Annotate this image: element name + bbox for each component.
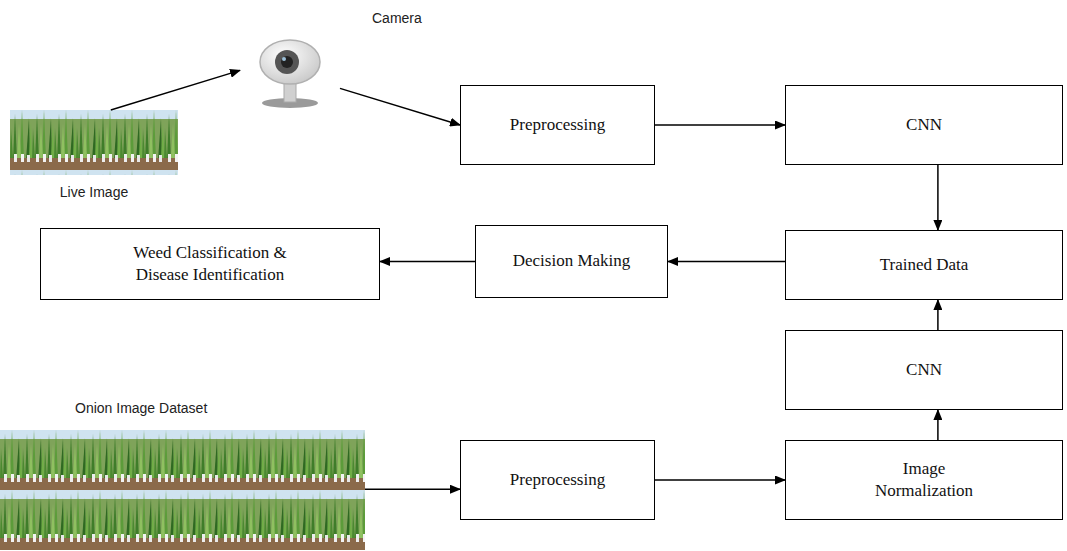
live-image-photo	[10, 110, 178, 175]
process-box: Preprocessing	[460, 85, 655, 165]
camera-node: Camera	[240, 38, 340, 110]
box-label: Decision Making	[513, 250, 631, 272]
process-box: Trained Data	[785, 230, 1063, 300]
camera-icon	[260, 40, 320, 108]
image-node: Live Image	[10, 110, 178, 205]
box-label: Weed Classification & Disease Identifica…	[113, 242, 308, 286]
arrow-connector	[937, 165, 939, 230]
box-label: Trained Data	[880, 254, 969, 276]
box-label: Preprocessing	[510, 469, 605, 491]
process-box: Decision Making	[475, 225, 668, 298]
box-label: CNN	[906, 359, 942, 381]
arrow-connector	[937, 300, 939, 330]
arrow-connector	[668, 261, 785, 263]
box-label: Preprocessing	[510, 114, 605, 136]
image-label: Onion Image Dataset	[75, 400, 207, 417]
arrow-connector	[655, 479, 785, 481]
arrow-connector	[380, 261, 475, 263]
process-box: Image Normalization	[785, 440, 1063, 520]
arrow-connector	[340, 88, 460, 125]
output-box: Weed Classification & Disease Identifica…	[40, 228, 380, 300]
arrow-connector	[937, 410, 939, 440]
dataset-node: Onion Image Dataset	[0, 398, 365, 550]
dataset-photo	[0, 490, 365, 550]
dataset-photo	[0, 430, 365, 490]
process-box: CNN	[785, 85, 1063, 165]
arrow-connector	[365, 488, 460, 490]
process-box: Preprocessing	[460, 440, 655, 520]
box-label: Image Normalization	[862, 458, 987, 502]
arrow-connector	[655, 124, 785, 126]
image-label: Camera	[372, 10, 422, 27]
box-label: CNN	[906, 114, 942, 136]
arrow-connector	[111, 70, 240, 110]
image-label: Live Image	[10, 184, 178, 201]
process-box: CNN	[785, 330, 1063, 410]
